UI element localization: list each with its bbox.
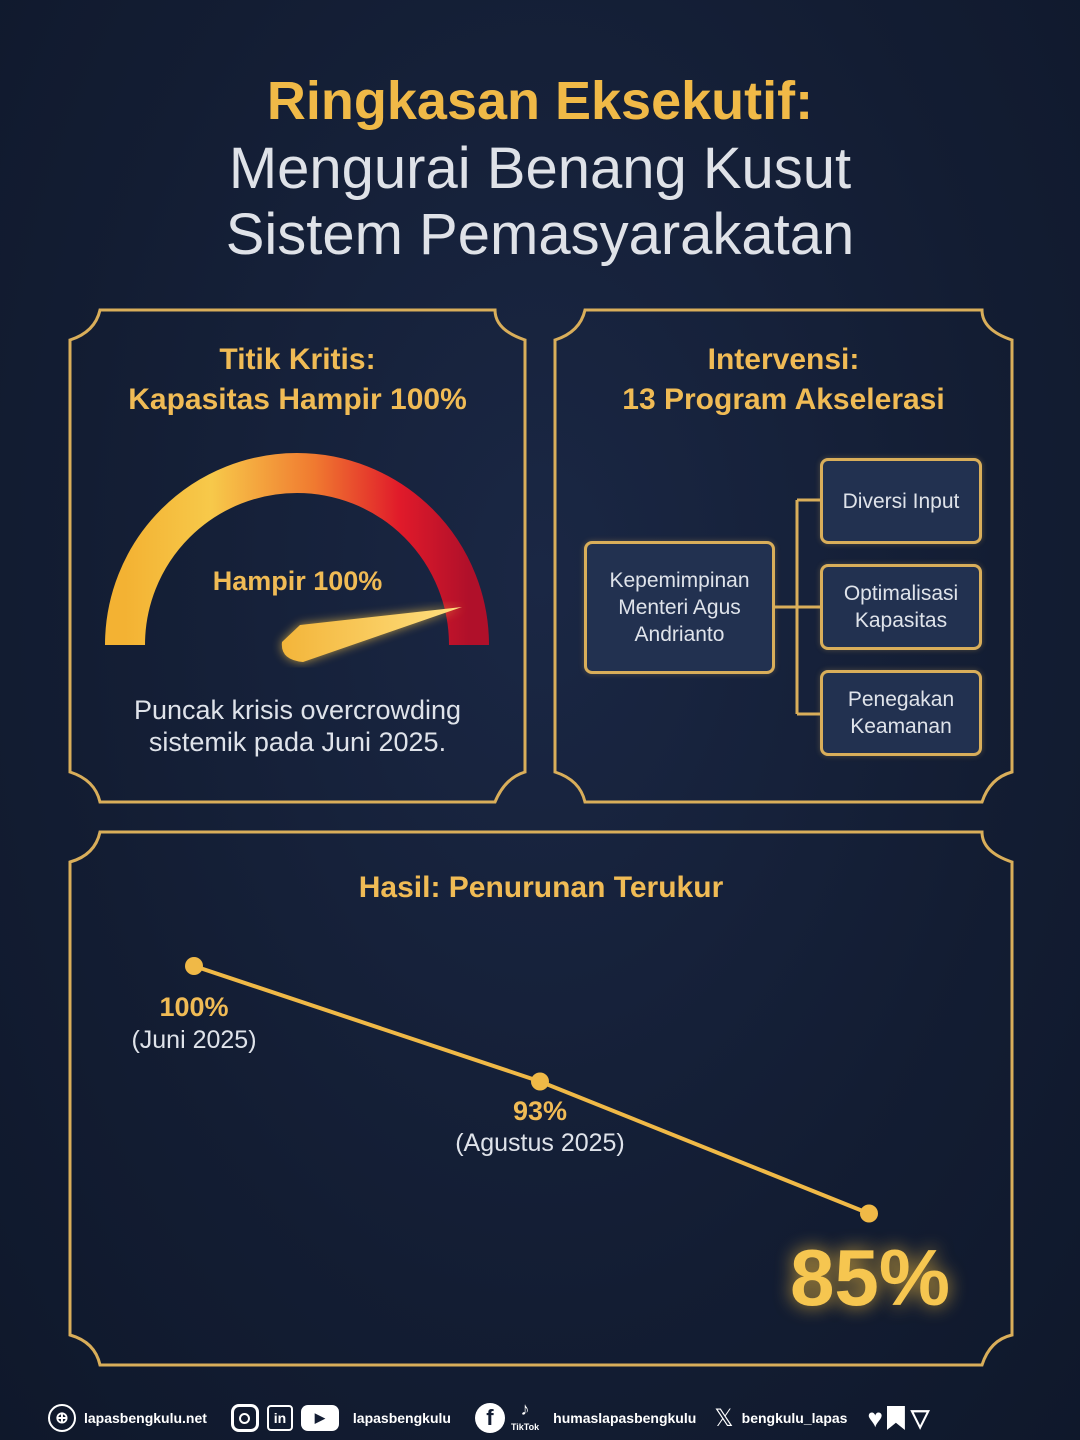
- x-icon[interactable]: 𝕏: [714, 1404, 734, 1432]
- social-handle-1[interactable]: lapasbengkulu: [352, 1410, 451, 1426]
- sublabel-point-2: (Agustus 2025): [455, 1129, 625, 1157]
- chart-point-2: [531, 1072, 549, 1091]
- globe-icon: ⊕: [48, 1404, 76, 1432]
- gauge-label: Hampir 100%: [212, 566, 383, 596]
- title-line2: Mengurai Benang Kusut: [228, 136, 852, 201]
- instagram-icon[interactable]: [230, 1404, 259, 1432]
- chart-point-3: [860, 1204, 878, 1223]
- branch-node-optimalisasi: Optimalisasi Kapasitas: [820, 564, 982, 650]
- label-point-3: 85%: [789, 1233, 951, 1322]
- left-heading-line1: Titik Kritis:: [219, 343, 376, 376]
- linkedin-icon[interactable]: in: [266, 1405, 293, 1431]
- title-line3: Sistem Pemasyarakatan: [225, 202, 855, 267]
- heart-icon[interactable]: ♥: [867, 1402, 883, 1433]
- chart: [185, 957, 878, 1223]
- title-line1: Ringkasan Eksekutif:: [266, 71, 814, 131]
- right-panel-heading: Intervensi: 13 Program Akselerasi: [555, 340, 1012, 420]
- right-heading-line2: 13 Program Akselerasi: [622, 383, 945, 416]
- gauge-needle: [281, 607, 462, 662]
- youtube-icon[interactable]: ▶: [300, 1405, 339, 1431]
- caption-line2: sistemik pada Juni 2025.: [148, 727, 447, 757]
- label-point-2: 93%: [512, 1096, 568, 1126]
- label-point-1: 100%: [159, 992, 229, 1022]
- bottom-panel-frame: [68, 830, 1014, 1367]
- right-heading-line1: Intervensi:: [707, 343, 860, 376]
- branch-node-penegakan: Penegakan Keamanan: [820, 670, 982, 756]
- footer: ⊕ lapasbengkulu.net in ▶ lapasbengkulu f…: [0, 1400, 1080, 1436]
- sublabel-point-1: (Juni 2025): [131, 1026, 257, 1054]
- left-panel-frame: [68, 308, 527, 804]
- chart-point-1: [185, 957, 203, 975]
- left-panel-heading: Titik Kritis: Kapasitas Hampir 100%: [70, 340, 525, 420]
- chart-line: [193, 964, 870, 1216]
- right-panel-frame: [553, 308, 1014, 804]
- x-handle[interactable]: bengkulu_lapas: [741, 1410, 848, 1426]
- send-icon[interactable]: ▽: [910, 1404, 930, 1432]
- bookmark-icon[interactable]: [886, 1406, 905, 1430]
- root-node: Kepemimpinan Menteri Agus Andrianto: [584, 541, 775, 674]
- branch-node-diversi: Diversi Input: [820, 458, 982, 544]
- left-heading-line2: Kapasitas Hampir 100%: [128, 383, 467, 416]
- tree-connectors: [775, 498, 822, 716]
- chart-title: Hasil: Penurunan Terukur: [358, 871, 724, 904]
- tiktok-label: TikTok: [510, 1422, 540, 1432]
- facebook-icon[interactable]: f: [474, 1403, 505, 1433]
- caption-line1: Puncak krisis overcrowding: [133, 695, 462, 725]
- gauge-arc: [105, 453, 489, 646]
- website-link[interactable]: lapasbengkulu.net: [84, 1410, 207, 1426]
- tiktok-icon[interactable]: ♪TikTok: [511, 1400, 539, 1436]
- social-handle-2[interactable]: humaslapasbengkulu: [553, 1410, 697, 1426]
